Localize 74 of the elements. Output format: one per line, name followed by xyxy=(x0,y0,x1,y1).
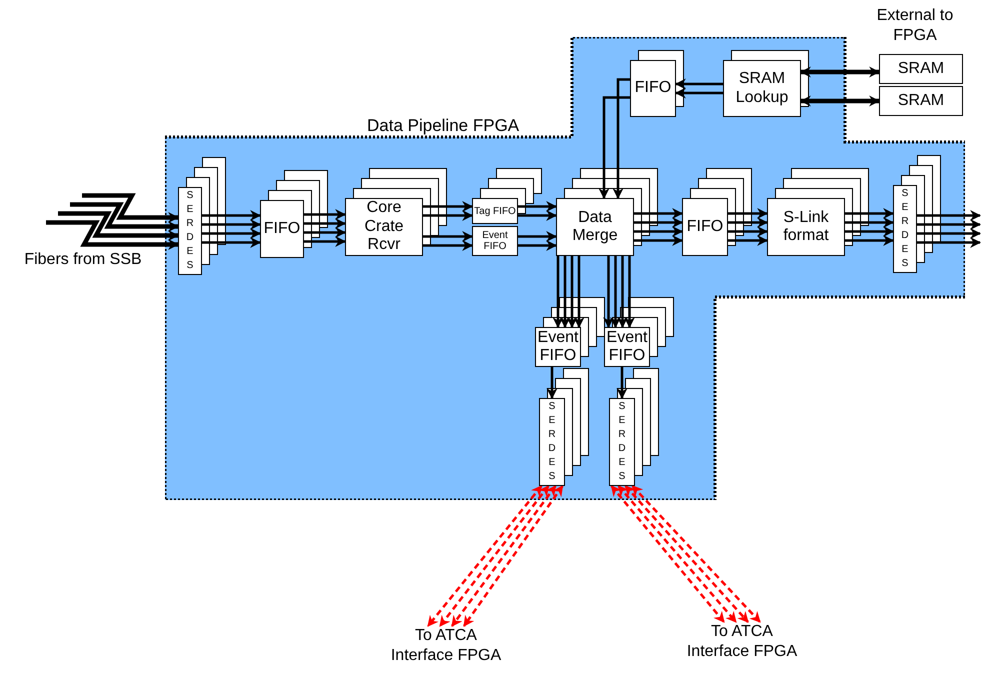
arrow xyxy=(304,218,346,229)
arrow xyxy=(423,240,474,251)
arrow xyxy=(574,256,584,328)
serdes-stack: SERDES xyxy=(609,368,659,486)
arrow xyxy=(304,227,346,238)
arrow xyxy=(58,211,180,241)
arrow xyxy=(423,210,474,221)
arrow xyxy=(624,256,635,328)
arrow xyxy=(70,202,180,232)
arrow xyxy=(202,210,262,221)
arrow xyxy=(560,256,570,328)
arrow xyxy=(845,217,894,228)
serdes-stack: SERDES xyxy=(178,157,226,275)
arrow xyxy=(518,201,558,212)
arrow xyxy=(634,226,684,237)
dashed-arrow xyxy=(439,485,550,627)
text-label: External to FPGA xyxy=(876,6,954,46)
arrow xyxy=(728,226,768,237)
arrow xyxy=(728,208,768,219)
arrow xyxy=(845,226,894,237)
arrow xyxy=(800,96,880,106)
stacked-process-box: FIFO xyxy=(682,168,752,256)
arrow xyxy=(518,240,558,251)
arrow xyxy=(917,219,982,230)
arrow xyxy=(304,209,346,220)
arrow xyxy=(546,367,558,400)
arrow xyxy=(82,193,180,223)
arrow xyxy=(674,78,723,90)
arrow xyxy=(634,217,684,228)
arrow xyxy=(202,219,262,230)
destination-label: To ATCA Interface FPGA xyxy=(390,626,502,666)
process-box: Event FIFO xyxy=(472,226,518,256)
arrow xyxy=(423,201,474,212)
arrow xyxy=(610,256,621,328)
arrow xyxy=(598,96,630,200)
arrow xyxy=(845,235,894,246)
arrow xyxy=(674,88,723,98)
region-title: Data Pipeline FPGA xyxy=(367,115,520,137)
arrow xyxy=(603,256,614,328)
serdes-stack: SERDES xyxy=(893,155,941,273)
process-box: SRAM xyxy=(879,86,963,116)
arrow xyxy=(612,78,630,200)
arrow xyxy=(728,217,768,228)
arrow xyxy=(518,210,558,221)
arrow xyxy=(845,208,894,219)
stacked-process-box: Event FIFO xyxy=(604,297,674,367)
stacked-process-box: Event FIFO xyxy=(535,297,605,367)
arrow xyxy=(728,235,768,246)
arrow xyxy=(917,210,982,221)
arrow xyxy=(800,66,880,78)
arrow xyxy=(634,208,684,219)
arrow xyxy=(518,231,558,242)
arrow xyxy=(304,236,346,247)
arrow xyxy=(202,228,262,239)
arrow xyxy=(617,256,628,328)
stacked-process-box: FIFO xyxy=(260,170,328,258)
dashed-arrow xyxy=(462,485,564,627)
serdes-stack: SERDES xyxy=(539,368,589,486)
arrow xyxy=(917,237,982,248)
stacked-process-box: Tag FIFO xyxy=(472,168,542,224)
arrow xyxy=(423,231,474,242)
arrow xyxy=(917,228,982,239)
arrow xyxy=(46,220,180,250)
dashed-arrow xyxy=(610,485,725,623)
dashed-arrow xyxy=(451,485,556,627)
arrow xyxy=(616,367,628,400)
process-box: SRAM xyxy=(879,54,963,84)
arrow xyxy=(202,237,262,248)
arrow xyxy=(566,256,578,328)
text-label: Fibers from SSB xyxy=(23,250,143,270)
arrow xyxy=(552,256,564,328)
destination-label: To ATCA Interface FPGA xyxy=(686,622,798,662)
arrow xyxy=(634,235,684,246)
dashed-arrow xyxy=(427,485,542,627)
